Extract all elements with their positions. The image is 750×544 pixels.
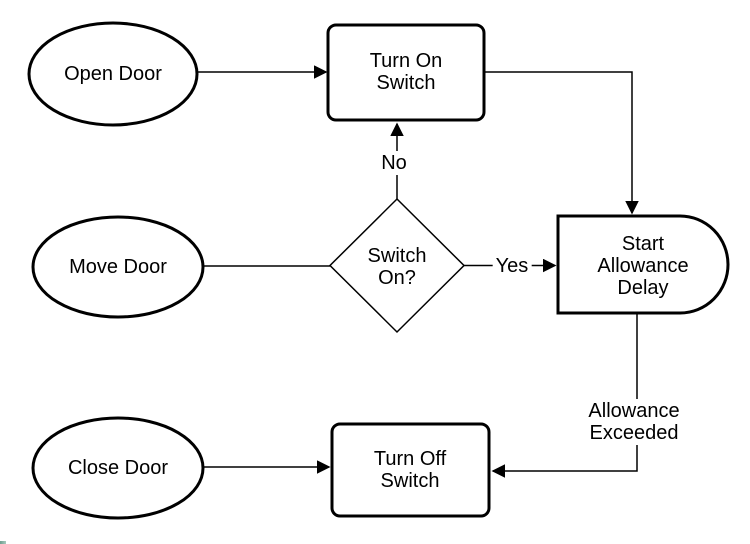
start-allowance-delay-label: Start Allowance Delay [597,233,689,299]
start-allowance-delay-shape [556,214,730,315]
edge-label-yes: Yes [492,253,532,278]
edge-label-allowance-exceeded: Allowance Exceeded [585,399,683,445]
open-door-label: Open Door [64,63,162,85]
turn-on-switch-label: Turn On Switch [369,49,443,94]
turn-off-switch-label: Turn Off Switch [373,448,447,492]
edge-label-no: No [378,151,410,175]
turn-off-switch-rect [330,422,491,518]
switch-on-label: Switch On? [367,245,427,289]
move-door-ellipse [31,215,205,319]
close-door-label: Close Door [67,457,169,479]
edge-turn-on-to-start-delay [485,71,639,215]
open-door-ellipse [27,21,199,127]
switch-on-diamond [328,197,466,334]
corner-artifact-mark [0,541,6,544]
turn-on-switch-rect [326,23,486,122]
move-door-label: Move Door [69,256,167,278]
close-door-ellipse [31,416,205,520]
edge-start-delay-to-turn-off [491,313,638,478]
